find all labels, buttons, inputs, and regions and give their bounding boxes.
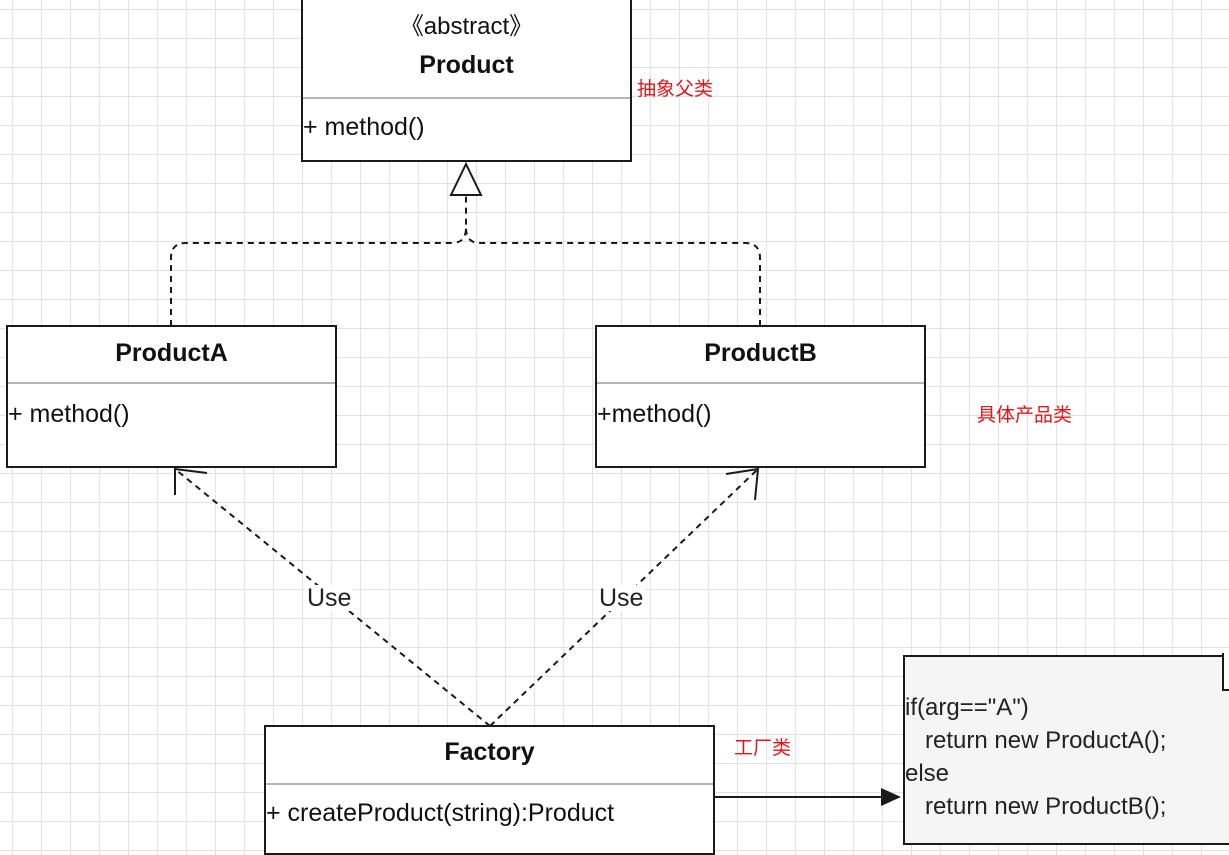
code-line: if(arg=="A")	[905, 694, 1029, 721]
stereotype-label: 《abstract》	[399, 13, 534, 40]
code-line: else	[905, 760, 950, 787]
product-class[interactable]: 《abstract》 Product + method()	[301, 0, 632, 162]
method-entry: +method()	[597, 400, 712, 428]
product-a-header: ProductA	[8, 327, 335, 382]
method-entry: + createProduct(string):Product	[266, 799, 615, 827]
method-entry: + method()	[303, 113, 425, 141]
inheritance-arrowhead	[449, 161, 483, 196]
use-line-product-b	[489, 468, 759, 727]
divider	[266, 783, 713, 785]
annotation-concrete-products: 具体产品类	[977, 404, 1073, 426]
code-note[interactable]: if(arg=="A") return new ProductA(); else…	[903, 655, 1229, 845]
code-line: return new ProductB();	[905, 793, 1167, 820]
factory-note-arrowhead	[881, 788, 901, 806]
class-name: ProductA	[115, 339, 228, 367]
factory-class[interactable]: Factory + createProduct(string):Product	[264, 725, 715, 855]
use-arrowhead-product-a	[174, 467, 208, 495]
product-b-class[interactable]: ProductB +method()	[595, 325, 926, 468]
class-name: Product	[419, 51, 514, 79]
product-b-header: ProductB	[597, 327, 924, 382]
annotation-factory-class: 工厂类	[734, 737, 792, 759]
use-label-right: Use	[597, 584, 646, 612]
divider	[597, 382, 924, 384]
code-line: return new ProductA();	[905, 727, 1167, 754]
product-class-header: 《abstract》 Product	[303, 0, 630, 97]
class-name: Factory	[444, 738, 535, 766]
note-fold-corner	[1222, 653, 1229, 691]
class-name: ProductB	[704, 339, 817, 367]
factory-header: Factory	[266, 727, 713, 783]
method-entry: + method()	[8, 400, 130, 428]
realization-line-product-a	[170, 196, 467, 326]
use-arrowhead-product-b	[725, 467, 760, 501]
product-a-class[interactable]: ProductA + method()	[6, 325, 337, 468]
use-label-left: Use	[305, 584, 354, 612]
realization-line-product-b	[465, 227, 761, 326]
divider	[303, 97, 630, 99]
divider	[8, 382, 335, 384]
annotation-abstract-parent: 抽象父类	[637, 78, 714, 100]
